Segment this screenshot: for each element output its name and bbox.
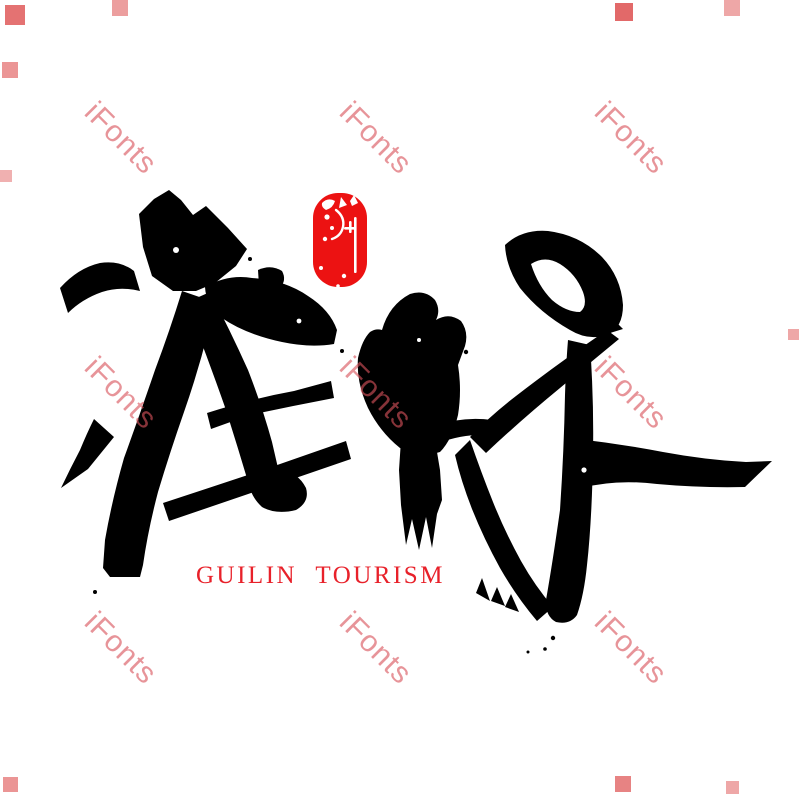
stroke-diagonal — [470, 330, 619, 453]
seal-stamp — [313, 193, 367, 288]
seal-carve-cross-v — [349, 221, 352, 233]
ink-speck-1 — [550, 635, 556, 641]
ink-speck-3 — [526, 650, 530, 654]
ink-speck-6 — [93, 590, 97, 594]
stroke-left-mass — [357, 292, 467, 455]
stroke-loop-speck-1 — [610, 318, 623, 333]
seal-carve-dot-1 — [324, 214, 330, 220]
stroke-left-flick — [60, 262, 140, 313]
seal-carve-dot-4 — [319, 266, 323, 270]
subtitle-text: GUILIN TOURISM — [196, 562, 445, 589]
glyph-lin — [357, 230, 772, 654]
pinhole-1 — [173, 247, 179, 253]
seal-carve-slit — [354, 217, 357, 273]
seal-carve-dot-5 — [341, 273, 347, 279]
seal-carve-curve — [330, 208, 345, 241]
ink-speck-2 — [543, 647, 547, 651]
glyph-gui — [60, 190, 351, 577]
ink-speck-5 — [340, 349, 344, 353]
stroke-fringe-3 — [505, 594, 519, 612]
stroke-dot — [258, 267, 285, 291]
stroke-horizontal-1 — [207, 381, 334, 429]
stroke-fringe-1 — [476, 578, 490, 601]
stroke-crown — [139, 190, 247, 291]
stroke-long-falling — [103, 291, 214, 577]
stroke-long-vertical — [545, 340, 594, 623]
seal-carve-dot-2 — [330, 226, 334, 230]
pinhole-3 — [581, 467, 587, 473]
stroke-horizontal-2 — [163, 441, 351, 521]
stroke-fringe-2 — [491, 587, 505, 606]
ink-speck-4 — [248, 257, 252, 261]
seal-carve-dot-3 — [322, 236, 328, 242]
seal-carve-mark-3 — [350, 195, 358, 206]
stroke-left-vertical-fringe — [399, 440, 442, 550]
stroke-connector — [434, 418, 498, 443]
pinhole-4 — [417, 338, 421, 342]
stroke-heavy-horizontal — [205, 277, 337, 346]
ink-speck-7 — [463, 349, 469, 355]
stroke-loop — [505, 230, 623, 338]
seal-carve-mark-2 — [339, 197, 347, 208]
stroke-long-sweep — [575, 439, 772, 488]
stroke-lower-band — [455, 440, 553, 621]
stroke-point — [61, 419, 114, 488]
brush-texture — [93, 247, 587, 594]
pinhole-2 — [296, 318, 302, 324]
seal-carve-dot-6 — [336, 284, 340, 288]
seal-carve-mark-1 — [321, 199, 335, 210]
